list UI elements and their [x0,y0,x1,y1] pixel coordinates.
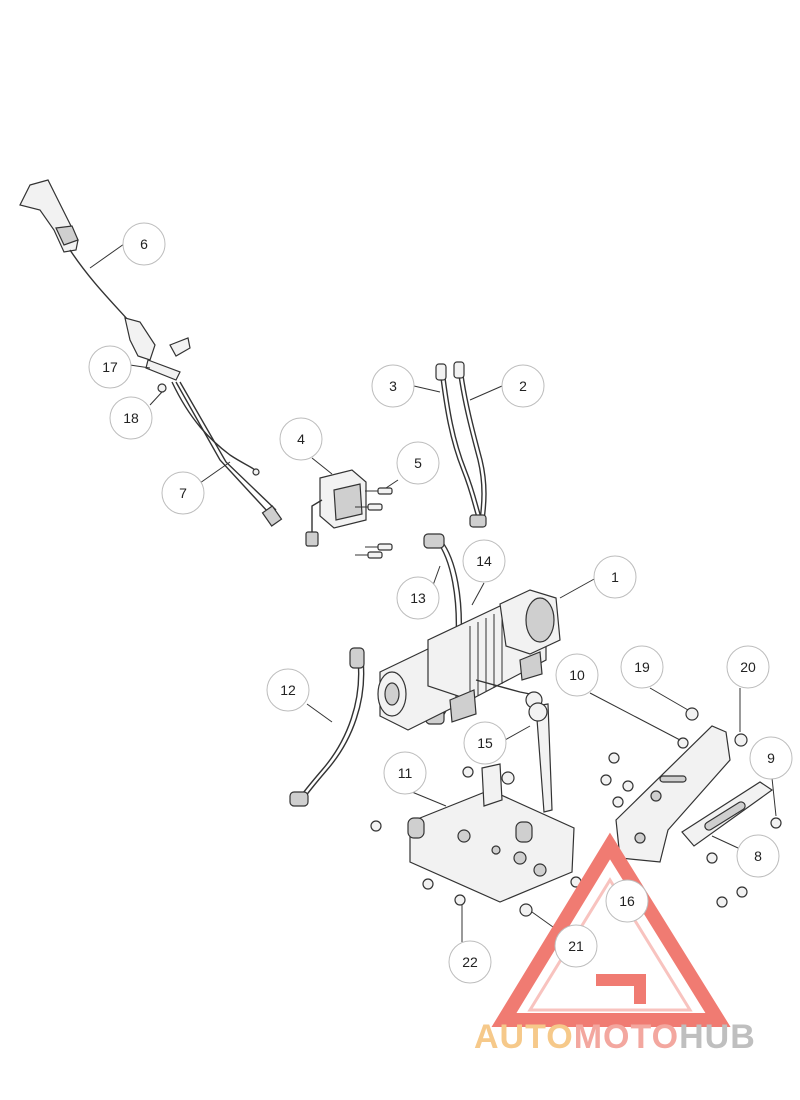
callout-label: 19 [634,659,650,675]
callout-label: 14 [476,553,492,569]
callout-label: 3 [389,378,397,394]
callout-20: 20 [726,645,770,689]
callout-label: 8 [754,848,762,864]
part-18-screw [157,383,167,393]
callout-4: 4 [279,417,323,461]
callout-2: 2 [501,364,545,408]
callout-6: 6 [122,222,166,266]
callout-19: 19 [620,645,664,689]
callout-1: 1 [593,555,637,599]
callout-13: 13 [396,576,440,620]
callout-label: 11 [398,765,413,781]
leader-lines [89,243,777,942]
bracket-bolts [600,752,748,908]
callout-label: 13 [410,590,426,606]
callout-label: 12 [280,682,296,698]
callout-label: 9 [767,750,775,766]
callout-label: 22 [462,954,478,970]
callout-5: 5 [396,441,440,485]
callout-18: 18 [109,396,153,440]
callout-8: 8 [736,834,780,878]
callout-22: 22 [448,940,492,984]
callout-label: 4 [297,431,305,447]
part-10-bolt [677,737,689,749]
part-9-bolt [770,817,782,829]
callout-15: 15 [463,721,507,765]
callout-10: 10 [555,653,599,697]
part-5-screws [355,487,393,559]
watermark-moto: MOTO [574,1018,679,1056]
callout-label: 18 [123,410,139,426]
part-4-contactor [305,469,367,547]
part-12-ground-cable [289,647,365,807]
svg-text:AUTOMOTOHUB: AUTOMOTOHUB [474,1018,756,1056]
callout-12: 12 [266,668,310,712]
callout-label: 16 [619,893,635,909]
callout-17: 17 [88,345,132,389]
watermark-auto: AUTO [474,1018,574,1056]
callout-label: 21 [568,938,584,954]
part-17-cable-clip [124,317,191,381]
part-19-nut [685,707,699,721]
part-8-fairlead [681,781,774,847]
part-2-3-battery-cables [435,361,487,528]
callout-16: 16 [605,879,649,923]
callout-label: 10 [569,667,585,683]
callout-label: 5 [414,455,422,471]
callout-label: 7 [179,485,187,501]
callout-11: 11 [383,751,427,795]
callout-label: 15 [477,735,493,751]
part-1-winch [377,589,561,731]
part-20-nut [734,733,748,747]
callout-3: 3 [371,364,415,408]
part-6-remote-control [19,179,129,321]
part-15-hook-strap [528,702,553,813]
watermark-text: AUTOMOTOHUB [474,1018,756,1056]
part-7-remote-harness [171,381,283,527]
callout-14: 14 [462,539,506,583]
callout-21: 21 [554,924,598,968]
callout-label: 17 [102,359,118,375]
callout-label: 20 [740,659,756,675]
callout-label: 6 [140,236,148,252]
watermark-hub: HUB [679,1018,756,1056]
callout-7: 7 [161,471,205,515]
part-11-mount-plate [407,763,575,903]
callout-label: 2 [519,378,527,394]
callout-label: 1 [611,569,619,585]
callout-9: 9 [749,736,793,780]
part-16-fairlead-bracket [615,725,731,863]
